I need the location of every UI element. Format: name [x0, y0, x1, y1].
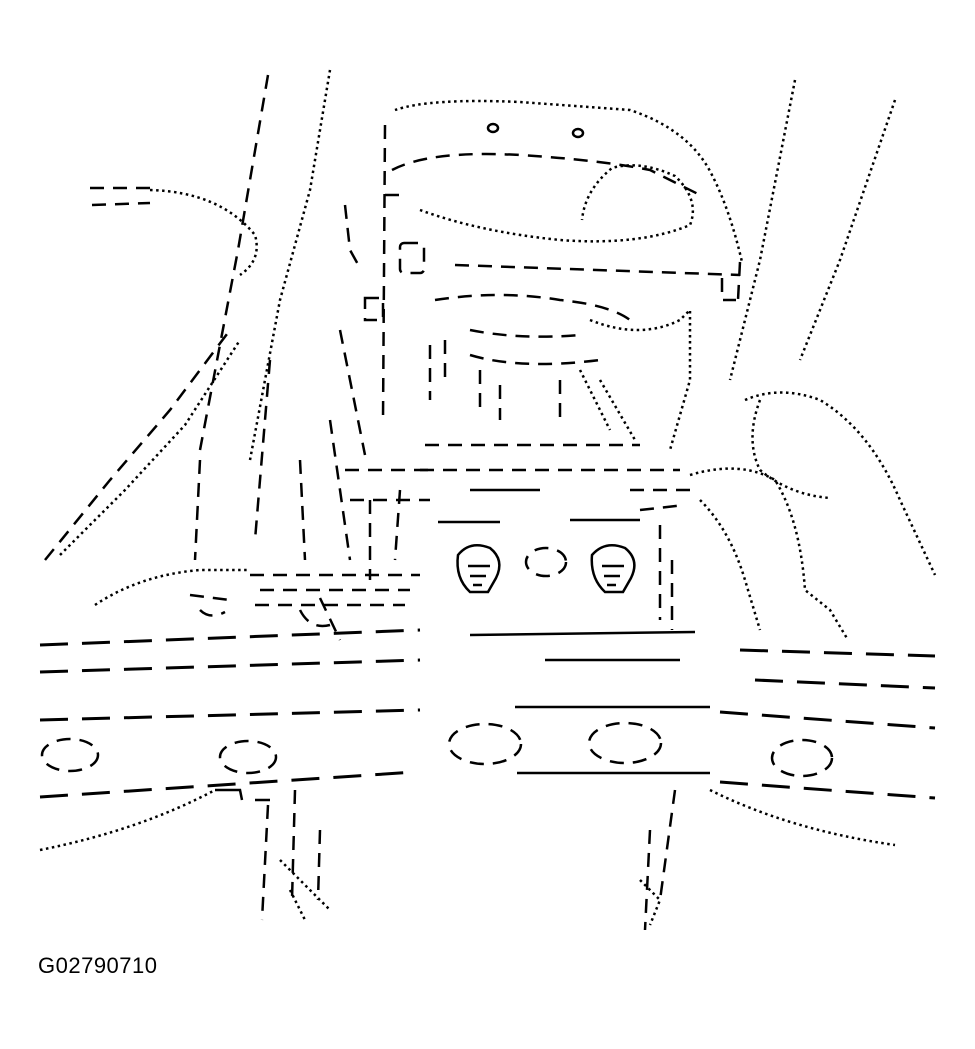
figure-id-label: G02790710 [38, 953, 158, 978]
central-assembly [193, 293, 692, 561]
washer-center [524, 546, 568, 578]
upper-housing [343, 99, 744, 421]
strut-lines [44, 69, 897, 561]
crossmember-holes [40, 721, 834, 778]
right-bracket [630, 391, 937, 641]
lower-legs [39, 788, 896, 931]
bolt-right [590, 543, 636, 594]
left-bracket [94, 468, 430, 641]
crossmember [39, 628, 936, 800]
bolt-left [456, 543, 501, 594]
